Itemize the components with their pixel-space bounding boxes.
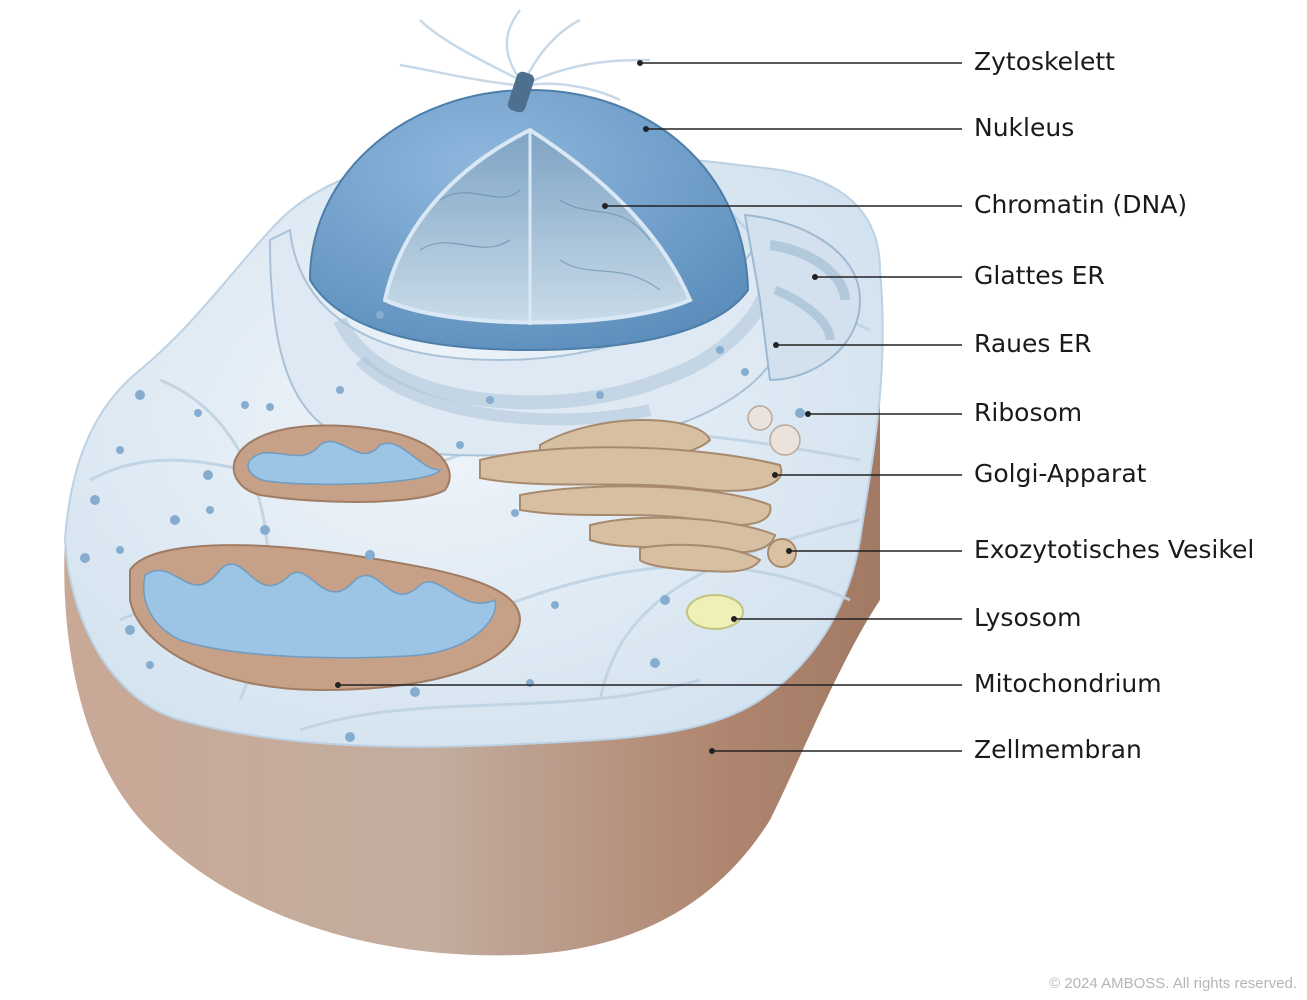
label-golgi-apparat: Golgi-Apparat bbox=[974, 459, 1147, 488]
label-ribosom: Ribosom bbox=[974, 398, 1083, 427]
label-zellmembran: Zellmembran bbox=[974, 735, 1142, 764]
lysosome bbox=[686, 594, 744, 630]
golgi-apparatus bbox=[479, 419, 783, 573]
label-raues-er: Raues ER bbox=[974, 329, 1092, 358]
label-chromatin: Chromatin (DNA) bbox=[974, 190, 1188, 219]
vesicle bbox=[747, 405, 773, 431]
nuclear-pore bbox=[507, 71, 535, 113]
label-lysosom: Lysosom bbox=[974, 603, 1082, 632]
mitochondrion-small bbox=[232, 424, 451, 503]
label-zytoskelett: Zytoskelett bbox=[974, 47, 1115, 76]
label-nukleus: Nukleus bbox=[974, 113, 1075, 142]
smooth-er bbox=[743, 213, 862, 382]
label-exozytotisches-vesikel: Exozytotisches Vesikel bbox=[974, 535, 1255, 564]
exocytotic-vesicle bbox=[767, 538, 797, 568]
ribosomes bbox=[80, 311, 805, 742]
leader-lines bbox=[335, 60, 962, 754]
chromatin bbox=[382, 127, 693, 325]
label-glattes-er: Glattes ER bbox=[974, 261, 1105, 290]
vesicle bbox=[769, 424, 801, 456]
cytoskeleton-fibers bbox=[399, 9, 651, 102]
copyright-notice: © 2024 AMBOSS. All rights reserved. bbox=[1049, 975, 1297, 992]
label-mitochondrium: Mitochondrium bbox=[974, 669, 1162, 698]
mitochondrion-large bbox=[129, 544, 522, 692]
nucleus bbox=[308, 71, 750, 352]
